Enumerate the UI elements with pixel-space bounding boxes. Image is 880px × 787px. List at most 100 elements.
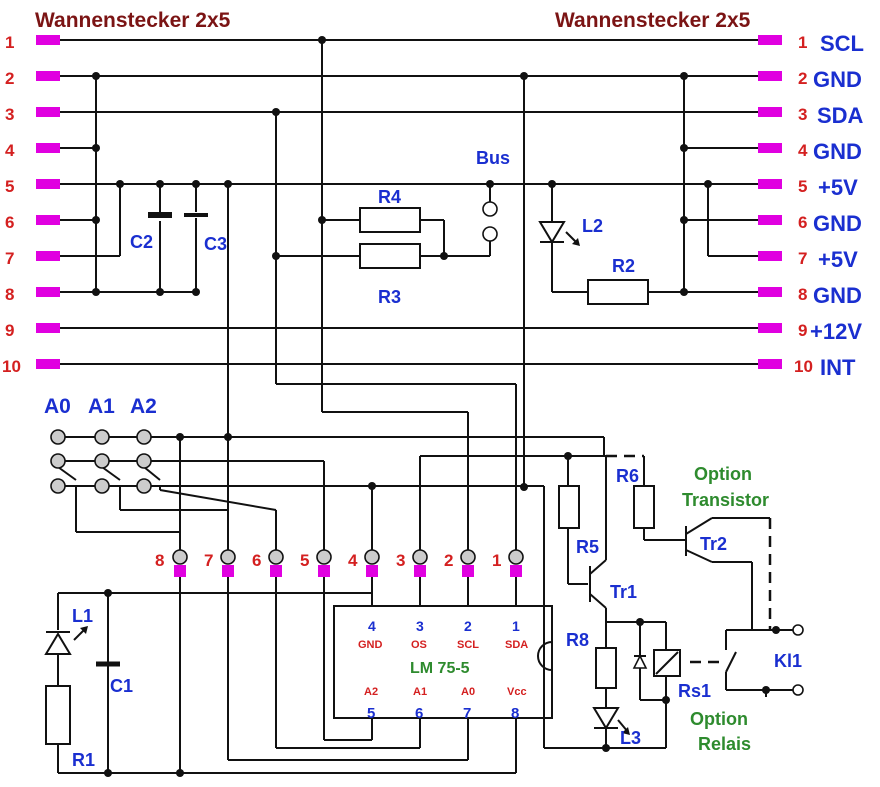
ic-pin-vcc: Vcc [507, 686, 527, 698]
r3-resistor [359, 243, 421, 269]
signal-sda: SDA [817, 103, 864, 128]
kl1-terminal-bottom [792, 684, 804, 696]
a1-label: A1 [88, 395, 115, 418]
r4-label: R4 [378, 187, 401, 207]
left-pin-2: 2 [5, 69, 14, 88]
signal-12v: +12V [810, 319, 862, 344]
relay-diode [632, 654, 648, 669]
left-pin-6: 6 [5, 213, 14, 232]
ic-pin-os: OS [411, 639, 427, 651]
address-jumper-pins [50, 429, 152, 494]
left-pin-7: 7 [5, 249, 14, 268]
rs1-label: Rs1 [678, 681, 711, 701]
ic-top-num-1: 1 [512, 618, 520, 634]
r6-label: R6 [616, 466, 639, 486]
a0-label: A0 [44, 395, 71, 418]
hdr-pin-8: 8 [155, 551, 164, 570]
signal-gnd-2: GND [813, 67, 862, 92]
bus-jumper-top [482, 201, 498, 217]
r5-label: R5 [576, 537, 599, 557]
connector-pads [36, 35, 782, 369]
left-pin-4: 4 [5, 141, 15, 160]
ic-top-num-2: 2 [464, 618, 472, 634]
r8-resistor [595, 647, 617, 689]
r4-resistor [359, 207, 421, 233]
c2-label: C2 [130, 232, 153, 252]
right-connector-title: Wannenstecker 2x5 [555, 9, 751, 32]
hdr-pin-2: 2 [444, 551, 453, 570]
signal-gnd-4: GND [813, 139, 862, 164]
ic-notch [537, 641, 553, 671]
r2-label: R2 [612, 256, 635, 276]
signal-scl: SCL [820, 31, 864, 56]
l1-led [44, 626, 88, 655]
hdr-pin-5: 5 [300, 551, 309, 570]
junction-dots-upper [92, 36, 712, 296]
ic-name: LM 75-5 [410, 660, 470, 677]
output-wiring [543, 456, 798, 749]
signal-int: INT [820, 355, 856, 380]
right-pin-6: 6 [798, 213, 807, 232]
tr2-label: Tr2 [700, 534, 727, 554]
hdr-pin-4: 4 [348, 551, 358, 570]
left-pin-5: 5 [5, 177, 14, 196]
kl1-label: Kl1 [774, 651, 802, 671]
lower-wiring [57, 577, 517, 774]
ic-pin-a0: A0 [461, 686, 475, 698]
right-pin-5: 5 [798, 177, 807, 196]
l3-led [592, 707, 630, 735]
right-pin-10: 10 [794, 357, 813, 376]
right-pin-8: 8 [798, 285, 807, 304]
l3-label: L3 [620, 728, 641, 748]
ic-header-pins [172, 549, 524, 577]
ic-bot-num-7: 7 [463, 705, 471, 722]
address-wiring [57, 436, 606, 596]
c3-label: C3 [204, 234, 227, 254]
signal-gnd-6: GND [813, 211, 862, 236]
bus-lines [60, 39, 758, 365]
ic-bot-num-5: 5 [367, 705, 375, 722]
l2-label: L2 [582, 216, 603, 236]
right-pin-4: 4 [798, 141, 808, 160]
bus-jumper-bottom [482, 226, 498, 242]
l2-led [538, 221, 580, 246]
ic-pin-a2: A2 [364, 686, 378, 698]
r1-resistor [45, 685, 71, 745]
right-pin-7: 7 [798, 249, 807, 268]
ic-bot-num-6: 6 [415, 705, 423, 722]
signal-5v-5: +5V [818, 175, 858, 200]
kl1-terminal-top [792, 624, 804, 636]
left-pin-9: 9 [5, 321, 14, 340]
signal-5v-7: +5V [818, 247, 858, 272]
relay-coil-mark [655, 651, 679, 675]
left-connector-title: Wannenstecker 2x5 [35, 9, 231, 32]
ic-top-num-3: 3 [416, 618, 424, 634]
lm75-ic [333, 605, 553, 719]
r2-resistor [587, 279, 649, 305]
r8-label: R8 [566, 630, 589, 650]
hdr-pin-7: 7 [204, 551, 213, 570]
junction-dots-lower [104, 433, 780, 777]
left-rails [95, 76, 208, 292]
option-transistor-line1: Option [694, 464, 752, 484]
signal-verticals [227, 40, 709, 550]
r1-label: R1 [72, 750, 95, 770]
left-pin-1: 1 [5, 33, 14, 52]
option-relais-line2: Relais [698, 734, 751, 754]
tr1-label: Tr1 [610, 582, 637, 602]
r5-resistor [558, 485, 580, 529]
r6-resistor [633, 485, 655, 529]
signal-gnd-8: GND [813, 283, 862, 308]
ic-pin-scl: SCL [457, 639, 479, 651]
option-transistor-line2: Transistor [682, 490, 769, 510]
ic-top-num-4: 4 [368, 618, 376, 634]
c1-label: C1 [110, 676, 133, 696]
ic-pin-gnd: GND [358, 639, 383, 651]
left-pin-10: 10 [2, 357, 21, 376]
left-pin-3: 3 [5, 105, 14, 124]
left-pin-8: 8 [5, 285, 14, 304]
l1-label: L1 [72, 606, 93, 626]
r3-label: R3 [378, 287, 401, 307]
